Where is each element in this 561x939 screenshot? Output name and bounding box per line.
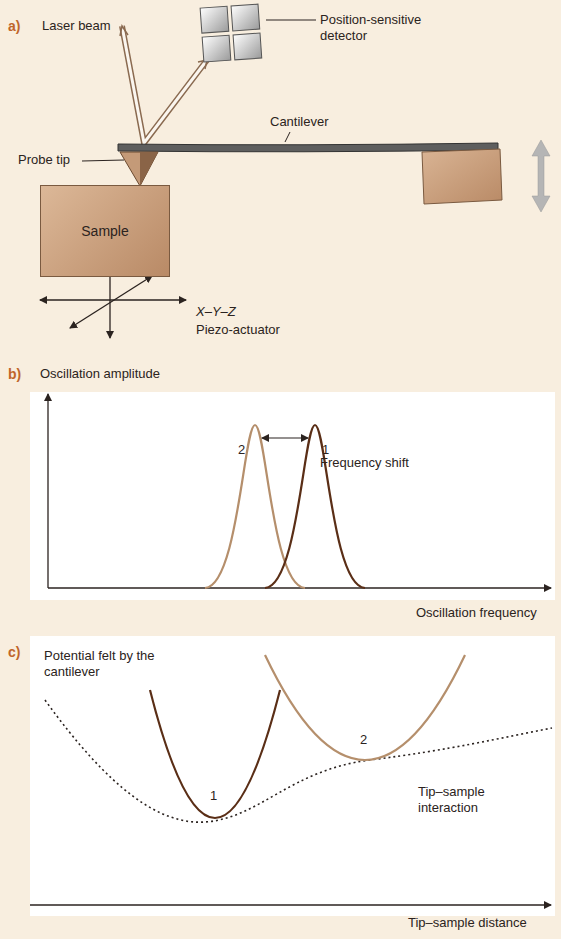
axis-label: Tip–sample distance: [408, 915, 527, 931]
part-label: Laser beam: [42, 18, 111, 34]
axis-label: Potential felt by the cantilever: [44, 648, 174, 680]
potential-curve: [265, 655, 465, 760]
resonance-peak: [205, 425, 305, 588]
curve-number: 2: [360, 732, 367, 748]
double-arrow: [532, 140, 550, 212]
cantilever: [118, 143, 502, 204]
resonance-peak: [265, 425, 365, 588]
part-label: Position-sensitive detector: [320, 12, 440, 44]
part-label: X–Y–Z: [196, 304, 236, 320]
potential-curve: [150, 690, 280, 818]
panel-letter: a): [8, 18, 20, 34]
leader-line: [266, 20, 316, 21]
part-label: Cantilever: [270, 114, 329, 130]
panel-letter: b): [8, 366, 21, 382]
shift-arrow: [262, 437, 308, 438]
node-text: Sample: [81, 223, 128, 239]
axis-label: Oscillation frequency: [416, 605, 537, 621]
curve-number: 1: [210, 788, 217, 804]
probe-tip: [120, 152, 158, 186]
axis: [30, 904, 551, 905]
axes: [48, 394, 551, 588]
plot-area: [30, 636, 555, 916]
laser-beam: [120, 26, 207, 143]
curve-label: Tip–sample interaction: [418, 784, 518, 816]
plot-area: [30, 392, 555, 600]
curve-number: 2: [238, 442, 245, 458]
leader-line: [285, 132, 290, 142]
sample-block: Sample: [40, 185, 170, 277]
part-label: Probe tip: [18, 152, 70, 168]
axis-label: Oscillation amplitude: [40, 366, 160, 382]
annotation: Frequency shift: [320, 455, 409, 471]
leader-line: [82, 160, 124, 161]
interaction-curve: [45, 700, 552, 822]
panel-letter: c): [8, 644, 20, 660]
detector: [200, 4, 262, 62]
part-label: Piezo-actuator: [196, 322, 280, 338]
